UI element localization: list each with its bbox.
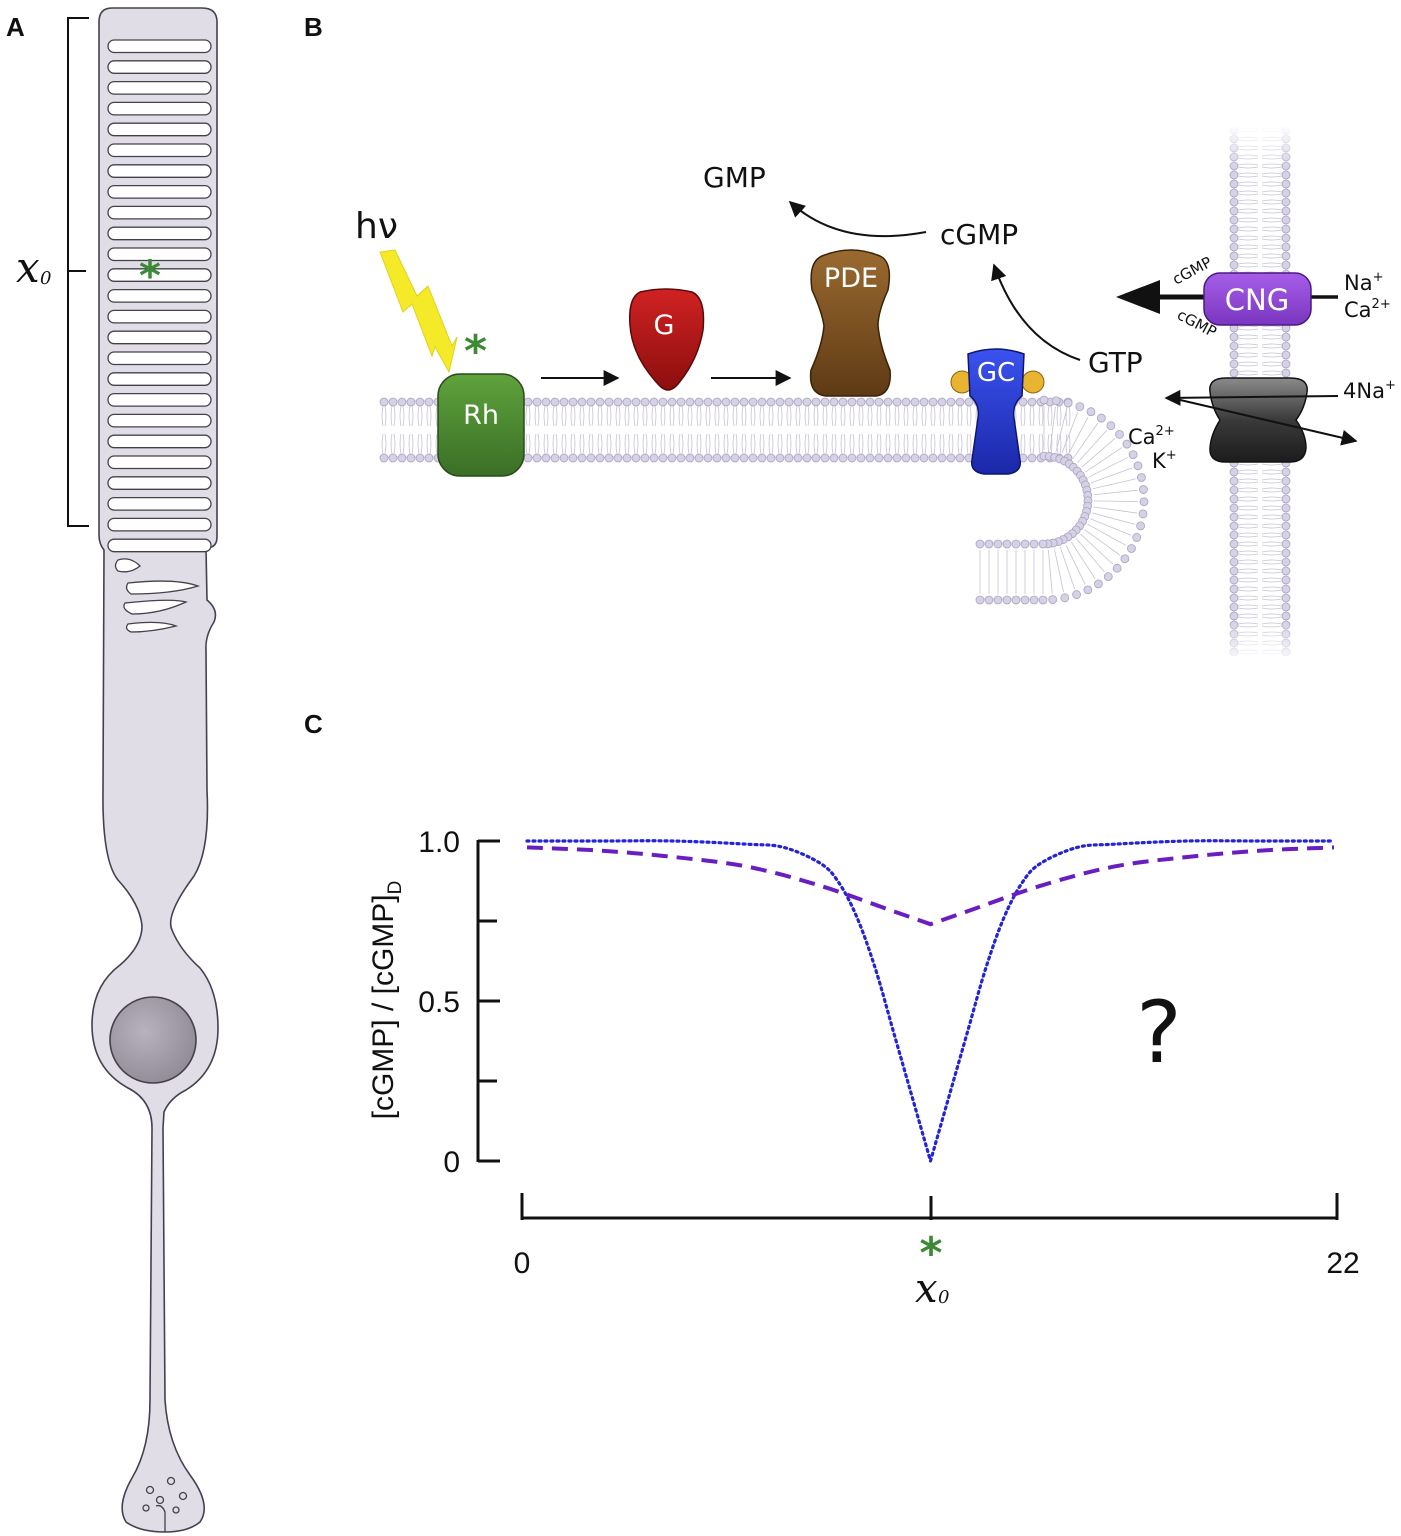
chart-series xyxy=(525,839,1336,1167)
photoreceptor-disc xyxy=(107,372,212,386)
phosphodiesterase xyxy=(809,249,891,397)
cng-na-label: Na+ xyxy=(1344,270,1383,295)
activation-star-b: * xyxy=(464,326,487,377)
synaptic-vesicles xyxy=(142,1476,188,1514)
light-label: hν xyxy=(355,206,398,247)
photoreceptor-disc xyxy=(107,538,212,553)
exchanger-na-label: 4Na+ xyxy=(1343,378,1396,403)
nascent-disc-3 xyxy=(123,599,188,615)
y-tick-0: 0 xyxy=(443,1146,460,1179)
nascent-disc-4 xyxy=(125,621,179,633)
photoreceptor-disc xyxy=(107,434,212,449)
y-tick-1: 1.0 xyxy=(418,826,460,859)
exchanger-na-arrow xyxy=(1164,389,1339,406)
cng-channel xyxy=(1203,272,1312,326)
transducin-label: G xyxy=(654,310,675,341)
gcap-right xyxy=(1021,370,1045,394)
photoreceptor-disc xyxy=(107,143,212,158)
gtp-label: GTP xyxy=(1088,346,1143,379)
nckx-exchanger xyxy=(1209,377,1308,463)
arrow-gtp-to-cgmp xyxy=(991,263,1081,361)
guanylate-cyclase xyxy=(967,348,1025,475)
photoreceptor-disc xyxy=(107,476,212,490)
photoreceptor-disc xyxy=(107,122,212,137)
panel-letter-a: A xyxy=(6,12,25,42)
y-tick-0-5: 0.5 xyxy=(418,986,460,1019)
photoreceptor-disc xyxy=(107,413,212,428)
photoreceptor-disc xyxy=(107,392,212,407)
photoreceptor-disc xyxy=(107,80,212,95)
exchanger-k-label: K+ xyxy=(1152,448,1177,473)
x0-subscript: 0 xyxy=(40,268,51,289)
transducin xyxy=(628,288,705,391)
rhodopsin-label: Rh xyxy=(463,400,499,431)
x0-bracket xyxy=(67,17,89,527)
light-bolt xyxy=(379,249,458,374)
nucleus xyxy=(109,996,197,1084)
y-axis-label: [cGMP] / [cGMP]D xyxy=(367,881,406,1120)
photoreceptor-disc xyxy=(107,496,212,511)
photoreceptor-disc xyxy=(107,226,212,241)
panel-letter-b: B xyxy=(304,12,323,42)
cng-flux-arrowhead xyxy=(1116,280,1160,314)
activation-star-a: * xyxy=(139,251,161,300)
x0-star-marker: * xyxy=(919,1228,942,1279)
nascent-disc-1 xyxy=(114,558,141,573)
photoreceptor-disc xyxy=(107,351,212,366)
x-tick-0: 0 xyxy=(514,1247,531,1280)
gc-label: GC xyxy=(977,358,1015,388)
cgmp-profile-chart: 1.0 0.5 0 [cGMP] / [cGMP]D 0 22 * x 0 ? xyxy=(367,826,1360,1312)
gmp-label: GMP xyxy=(703,161,766,194)
cgmp-label: cGMP xyxy=(940,218,1018,251)
photoreceptor-disc xyxy=(107,101,212,116)
rod-cell: x 0 * xyxy=(16,7,219,1533)
photoreceptor-disc xyxy=(107,205,212,220)
rod-cell-body xyxy=(91,7,219,1533)
exchanger-ca-arrow xyxy=(1175,398,1358,446)
photoreceptor-disc xyxy=(107,455,212,470)
rhodopsin xyxy=(437,373,525,477)
unknown-annotation: ? xyxy=(1136,983,1182,1083)
photoreceptor-disc xyxy=(107,60,212,74)
x0-label: x xyxy=(16,243,40,292)
x-axis-label-sub: 0 xyxy=(938,1287,949,1308)
photoreceptor-disc xyxy=(107,309,212,324)
synaptic-cleft xyxy=(155,1504,166,1532)
arrow-cgmp-to-gmp xyxy=(788,200,927,238)
series-dashed-line xyxy=(526,845,1335,927)
pde-label: PDE xyxy=(824,263,878,294)
cng-label: CNG xyxy=(1225,283,1289,317)
photoreceptor-disc xyxy=(107,39,212,54)
phototransduction-diagram: hν * Rh G PDE GC GMP cGMP GTP CNG cGMP xyxy=(355,125,1396,665)
x-tick-22: 22 xyxy=(1326,1247,1359,1280)
y-axis-ticks xyxy=(478,839,500,1163)
nascent-disc-2 xyxy=(125,580,201,595)
photoreceptor-disc xyxy=(107,517,212,532)
photoreceptor-disc xyxy=(107,268,212,282)
series-dotted-line xyxy=(525,839,1336,1167)
photoreceptor-disc xyxy=(107,184,212,199)
photoreceptor-disc xyxy=(107,330,212,345)
disc-stack xyxy=(107,39,212,553)
x-axis-label: x xyxy=(915,1266,938,1312)
photoreceptor-disc xyxy=(107,164,212,178)
exchanger-ca-label: Ca2+ xyxy=(1128,424,1175,449)
photoreceptor-disc xyxy=(107,288,212,303)
photoreceptor-disc xyxy=(107,247,212,262)
x-axis xyxy=(520,1193,1339,1220)
cng-ca-label: Ca2+ xyxy=(1344,297,1391,322)
panel-letter-c: C xyxy=(304,709,323,739)
